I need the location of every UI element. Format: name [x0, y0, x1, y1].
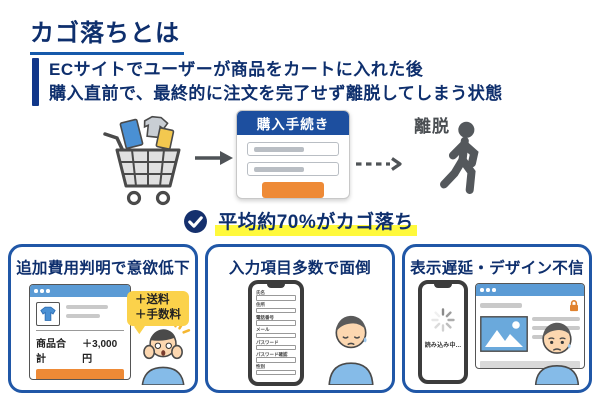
tired-person-illustration [320, 311, 382, 390]
text-placeholder-lines [66, 302, 124, 326]
loading-text: 読み込み中... [424, 343, 462, 349]
window-dot-icon [486, 288, 490, 292]
walking-person-icon [434, 120, 492, 207]
definition-block: ECサイトでユーザーが商品をカートに入れた後 購入直前で、最終的に注文を完了せず… [32, 58, 503, 107]
order-total-label: 商品合計 [36, 339, 66, 365]
content-block-placeholder [480, 361, 580, 368]
phone-form-mockup: 氏名 住所 電話番号 メール パスワード パスワード確認 性別 [248, 280, 304, 386]
accent-bar [32, 58, 39, 107]
checkout-form-body [237, 135, 349, 198]
definition-text: ECサイトでユーザーが商品をカートに入れた後 購入直前で、最終的に注文を完了せず… [49, 58, 503, 106]
form-field-label: 住所 [256, 302, 265, 308]
window-dot-icon [34, 289, 38, 293]
form-field-input [256, 332, 296, 339]
extra-fees-bubble: ＋送料 ＋手数料 [127, 291, 189, 326]
exit-figure: 離脱 [402, 110, 497, 206]
shocked-person-illustration [129, 320, 193, 390]
form-field-input [256, 344, 296, 351]
reason-card-slow-untrusted: 表示遅延・デザイン不信 [402, 244, 592, 393]
lock-icon [570, 300, 578, 312]
definition-line-2: 購入直前で、最終的に注文を完了せず離脱してしまう状態 [49, 84, 503, 104]
reason-card-illustration: 商品合計 ＋3,000円 ＋送料 ＋手数料 [11, 278, 195, 390]
reason-card-extra-costs: 追加費用判明で意欲低下 [8, 244, 198, 393]
statistic-callout: 平均約70%がカゴ落ち [0, 207, 600, 236]
page-title: カゴ落ちとは [30, 13, 184, 55]
order-total-value: ＋3,000円 [82, 339, 118, 365]
fee-handling-text: ＋手数料 [135, 308, 181, 321]
phone-loading-mockup: 読み込み中... [418, 280, 468, 384]
form-field-label: パスワード確認 [256, 351, 288, 357]
window-dot-icon [46, 289, 50, 293]
flow-diagram: 購入手続き 離脱 [0, 108, 600, 208]
form-field-label: パスワード [256, 339, 279, 345]
image-placeholder [480, 316, 528, 357]
form-field-label: 性別 [256, 364, 265, 370]
checkmark-icon [184, 210, 208, 233]
shopping-cart-icon [100, 112, 192, 208]
checkout-form-title: 購入手続き [237, 111, 349, 135]
product-thumbnail [36, 302, 60, 326]
order-total-row: 商品合計 ＋3,000円 [36, 330, 124, 365]
fee-shipping-text: ＋送料 [135, 294, 170, 306]
loading-spinner-icon [431, 308, 455, 332]
form-field-input [256, 307, 296, 314]
form-field-label: 電話番号 [256, 314, 274, 320]
reason-card-title: 入力項目多数で面倒 [228, 260, 372, 277]
window-dot-icon [492, 288, 496, 292]
tshirt-icon [40, 306, 56, 321]
form-field-input [256, 357, 296, 363]
form-field-label: 氏名 [256, 290, 265, 295]
checkout-button-placeholder [36, 369, 124, 379]
arrow-right-icon [194, 150, 234, 171]
statistic-text: 平均約70%がカゴ落ち [215, 207, 417, 236]
window-dot-icon [480, 288, 484, 292]
form-input-placeholder [247, 142, 339, 156]
form-field-input [256, 295, 296, 301]
reason-card-title: 追加費用判明で意欲低下 [16, 260, 190, 277]
reason-cards: 追加費用判明で意欲低下 [8, 244, 592, 393]
form-field-input [256, 369, 296, 376]
dashed-arrow-right-icon [355, 157, 403, 176]
text-placeholder-line [480, 303, 522, 308]
reason-card-illustration: 読み込み中... [405, 278, 589, 390]
form-field-input [256, 320, 296, 326]
reason-card-too-many-fields: 入力項目多数で面倒 氏名 住所 電話番号 メール パスワード パスワード確認 性… [205, 244, 395, 393]
form-submit-button-placeholder [262, 182, 324, 198]
reason-card-title: 表示遅延・デザイン不信 [410, 260, 584, 277]
exit-label: 離脱 [414, 117, 450, 136]
browser-window-mockup: 商品合計 ＋3,000円 [29, 284, 131, 380]
worried-person-illustration [527, 319, 587, 390]
browser-titlebar [476, 284, 584, 296]
form-field-label: メール [256, 327, 270, 333]
form-input-placeholder [247, 162, 339, 176]
window-dot-icon [40, 289, 44, 293]
reason-card-illustration: 氏名 住所 電話番号 メール パスワード パスワード確認 性別 [208, 278, 392, 390]
definition-line-1: ECサイトでユーザーが商品をカートに入れた後 [49, 60, 424, 79]
untrusted-site-mockup [475, 283, 585, 369]
checkout-form-mockup: 購入手続き [236, 110, 350, 199]
browser-titlebar [30, 285, 130, 297]
